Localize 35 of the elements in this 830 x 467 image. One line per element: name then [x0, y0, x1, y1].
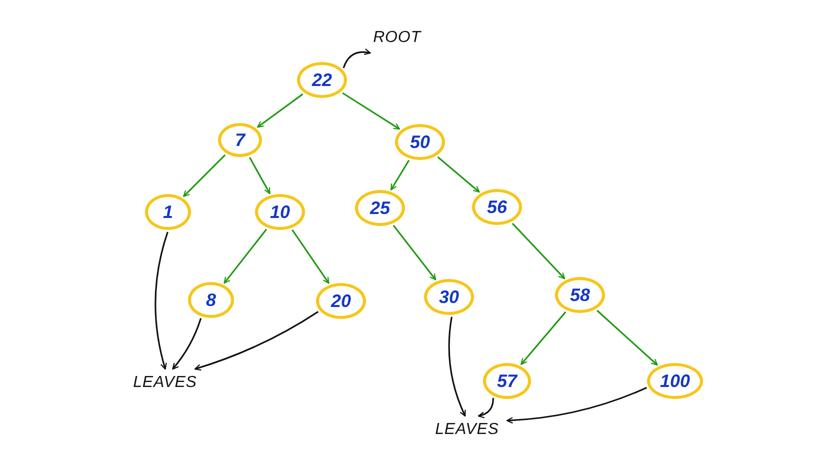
arrow [596, 310, 658, 366]
arrow [390, 160, 410, 190]
tree-node: 10 [255, 194, 305, 230]
tree-node: 30 [424, 279, 474, 315]
arrow [506, 386, 648, 424]
tree-node: 57 [483, 363, 531, 399]
arrow [172, 318, 202, 370]
arrow [448, 316, 466, 417]
arrow [342, 48, 371, 68]
arrow [257, 93, 304, 128]
annotation-label: LEAVES [128, 372, 202, 394]
arrow [478, 398, 494, 418]
tree-node: 7 [218, 123, 262, 157]
arrow [342, 92, 400, 130]
tree-node: 1 [145, 194, 191, 230]
arrow [512, 222, 566, 280]
tree-node: 56 [472, 189, 522, 225]
tree-node: 58 [555, 277, 605, 313]
tree-node: 100 [647, 363, 703, 399]
arrow [183, 154, 226, 197]
annotation-label: ROOT [364, 26, 430, 50]
arrow [224, 228, 268, 284]
arrow [194, 310, 319, 371]
arrow [292, 229, 330, 284]
arrow [248, 157, 270, 194]
arrow [392, 224, 436, 280]
arrow [520, 311, 566, 365]
arrow [154, 232, 168, 370]
tree-node: 22 [297, 62, 347, 98]
annotation-label: LEAVES [430, 419, 504, 441]
arrow [437, 156, 480, 193]
tree-node: 25 [355, 190, 405, 226]
tree-node: 8 [188, 282, 234, 318]
tree-node: 20 [316, 283, 366, 319]
tree-node: 50 [395, 124, 445, 160]
